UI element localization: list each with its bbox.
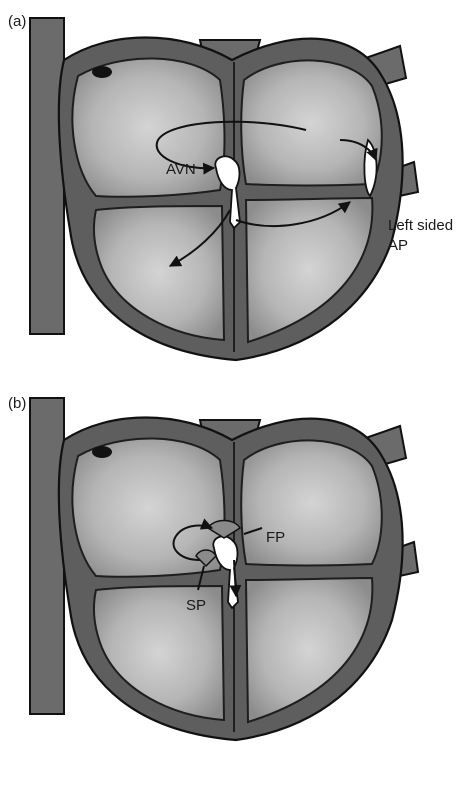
sp-label: SP <box>186 597 206 614</box>
panel-b: (b) FP SP <box>8 395 418 740</box>
panel-b-label: (b) <box>8 395 26 412</box>
panel-a: (a) AVN Left sided AP <box>8 13 453 360</box>
fp-label: FP <box>266 529 285 546</box>
left-sided-ap-label-line1: Left sided <box>388 217 453 234</box>
left-sided-ap-label-line2: AP <box>388 237 408 254</box>
panel-a-label: (a) <box>8 13 26 30</box>
avn-label: AVN <box>166 161 196 178</box>
panel-a-heart <box>30 18 418 360</box>
